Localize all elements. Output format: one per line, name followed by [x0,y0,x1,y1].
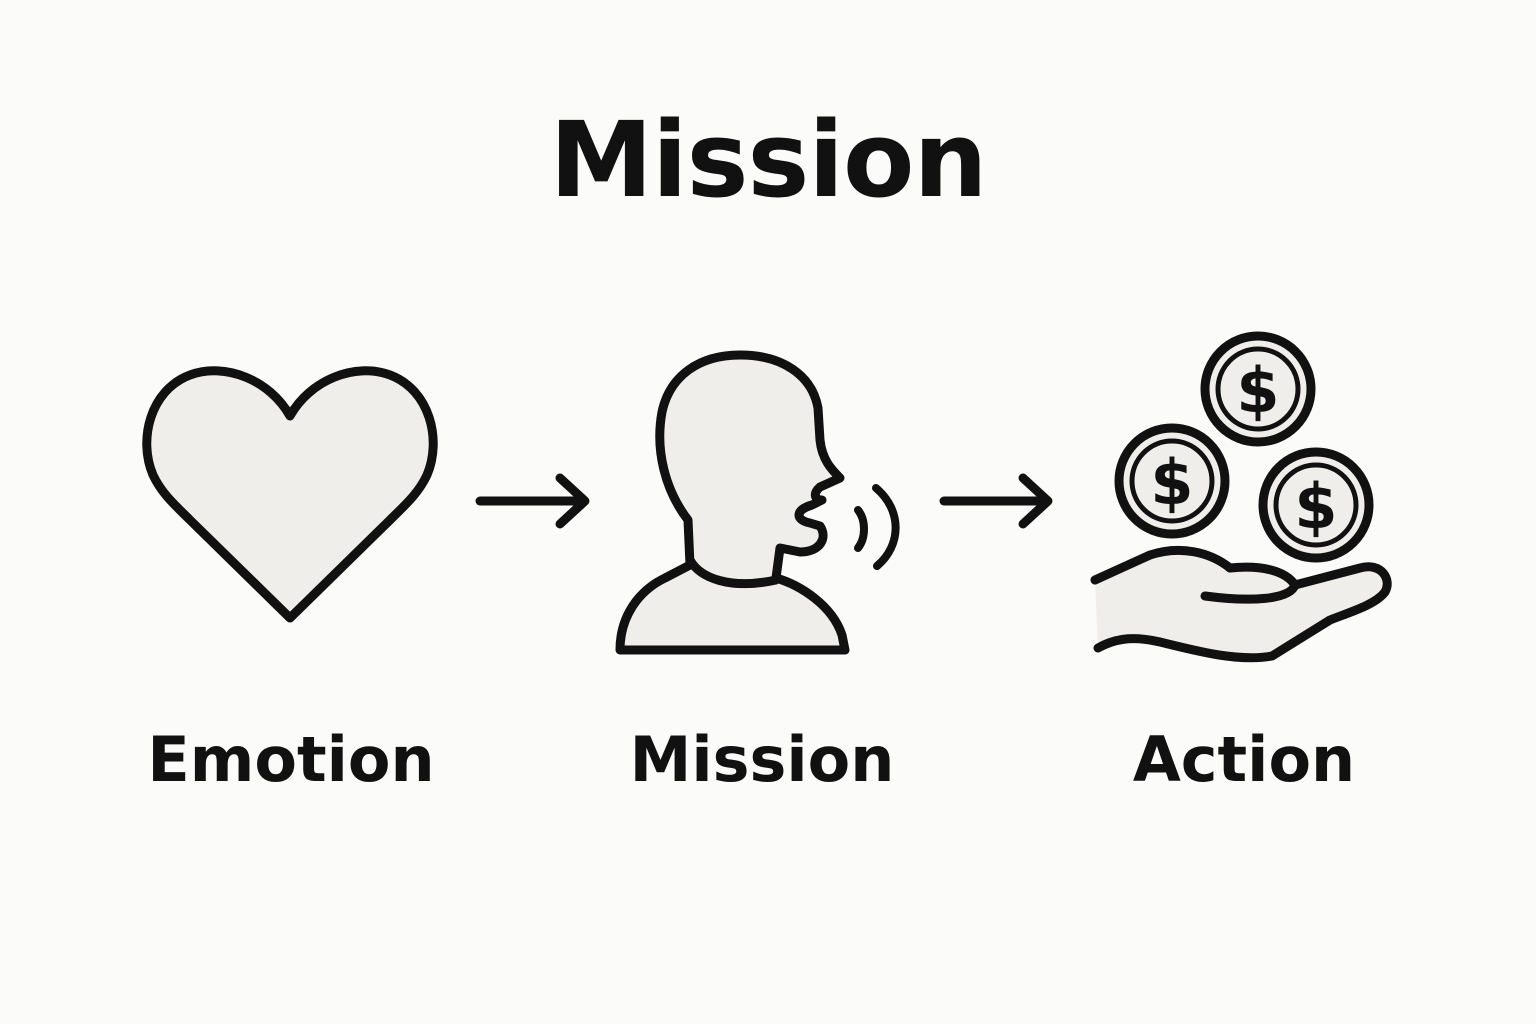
arrow-right-icon [475,473,590,529]
coin-icon: $ [1200,331,1316,447]
step-label-action: Action [1132,723,1356,796]
coin-icon: $ [1114,423,1230,539]
step-label-mission: Mission [629,723,895,796]
hand-with-coins-icon: $ $ $ [1090,331,1392,663]
coin-symbol: $ [1150,446,1193,519]
heart-icon [142,366,438,623]
coin-icon: $ [1258,447,1374,563]
diagram-title: Mission [549,99,987,221]
coin-symbol: $ [1236,354,1279,427]
step-label-emotion: Emotion [147,723,435,796]
arrow-right-icon [939,473,1053,529]
speaking-person-icon [615,350,900,655]
coin-symbol: $ [1294,470,1337,543]
